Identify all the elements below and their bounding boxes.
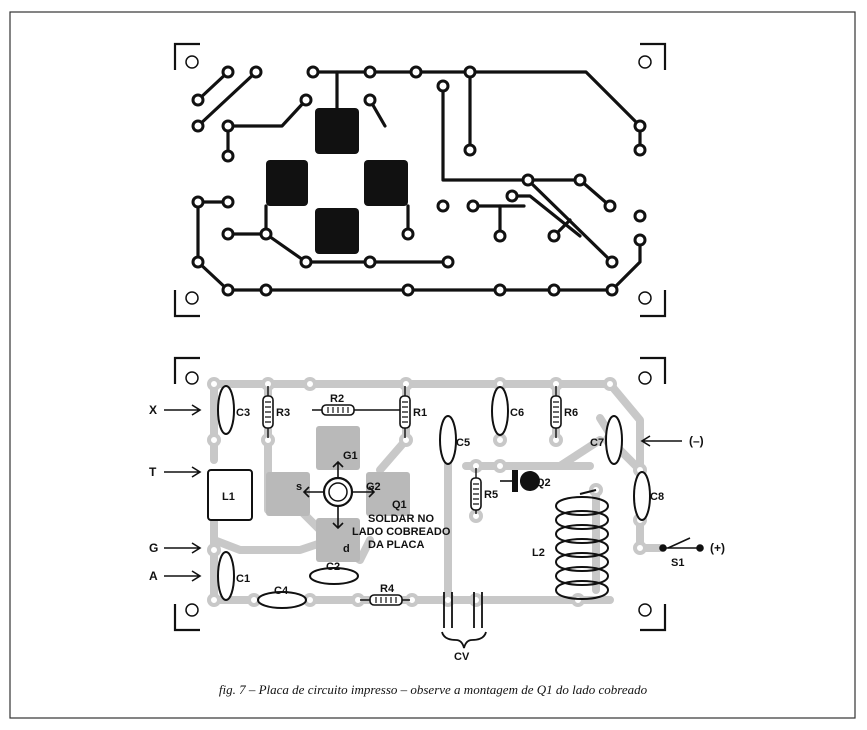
solder-note-line2: LADO COBREADO [352,526,451,538]
c6-label: C6 [510,407,524,419]
q1-pin-d: d [343,543,350,555]
switch-s1 [667,537,691,549]
q1-copper-blocks [266,426,410,562]
terminal-a-label: A [149,569,158,583]
transistor-q1 [302,460,376,530]
cv-trimmer [441,592,487,649]
solder-note-line3: DA PLACA [368,539,424,551]
terminal-arrows-left [164,404,202,582]
resistor-leads [267,386,557,601]
terminal-x-label: X [149,403,157,417]
c1-label: C1 [236,573,250,585]
figure-caption: fig. 7 – Placa de circuito impresso – ob… [219,682,648,697]
figure-border [9,11,856,719]
mounting-holes-bottom [185,371,652,617]
copper-pads [266,108,408,254]
transistor-q2 [500,470,540,492]
corner-marks-bottom [173,356,667,632]
terminal-plus-label: (+) [710,541,725,555]
l1-label: L1 [222,491,235,503]
c8-label: C8 [650,491,664,503]
terminal-minus-label: (–) [689,434,704,448]
r1-label: R1 [413,407,427,419]
r2-label: R2 [330,393,344,405]
c7-label: C7 [590,437,604,449]
s1-label: S1 [671,557,684,569]
q1-label: Q1 [392,499,407,511]
terminal-g-label: G [149,541,158,555]
q2-label: Q2 [536,477,551,489]
cv-label: CV [454,651,470,663]
labels: X T G A (–) (+) C3 R3 R2 R1 C5 C6 R6 C7 … [149,393,725,697]
resistor-bands [265,401,559,603]
solder-note-line1: SOLDAR NO [368,513,434,525]
mounting-holes-top [185,55,652,305]
copper-side-view [173,42,667,318]
coil-l2 [555,489,609,600]
c2-label: C2 [326,561,340,573]
r5-label: R5 [484,489,498,501]
r3-label: R3 [276,407,290,419]
coil-l1 [207,469,253,521]
capacitors [217,385,651,609]
l2-label: L2 [532,547,545,559]
terminal-t-label: T [149,465,157,479]
c5-label: C5 [456,437,470,449]
solder-pads [191,65,647,297]
q1-pin-s: s [296,481,302,493]
terminal-arrows-right [640,435,704,552]
component-side-view [164,356,704,649]
c4-label: C4 [274,585,289,597]
corner-marks-top [173,42,667,318]
r6-label: R6 [564,407,578,419]
q1-pin-g2: G2 [366,481,381,493]
r4-label: R4 [380,583,395,595]
q1-pin-g1: G1 [343,450,358,462]
c3-label: C3 [236,407,250,419]
